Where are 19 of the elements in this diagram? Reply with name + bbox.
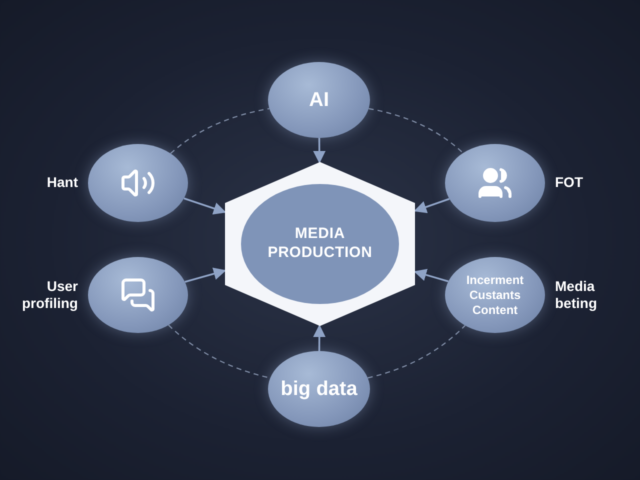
dashed-connector (170, 108, 270, 154)
arrow (414, 198, 450, 214)
dashed-connector (368, 108, 464, 154)
side-label: User profiling (21, 277, 78, 313)
dashed-connector (368, 325, 466, 378)
side-label: Media beting (555, 277, 598, 313)
node-label: big data (280, 376, 358, 402)
arrow (313, 324, 326, 351)
side-label: Hant (46, 173, 78, 192)
arrow (184, 268, 226, 283)
arrow (414, 268, 449, 282)
node-label: Incerment Custants Content (465, 272, 525, 318)
node-label: MEDIA PRODUCTION (266, 225, 374, 263)
dashed-connector (168, 324, 270, 379)
arrow (313, 138, 326, 164)
side-label: FOT (555, 173, 584, 192)
hexagon-node (225, 162, 415, 326)
node-label: AI (309, 88, 329, 112)
arrow (184, 198, 226, 215)
